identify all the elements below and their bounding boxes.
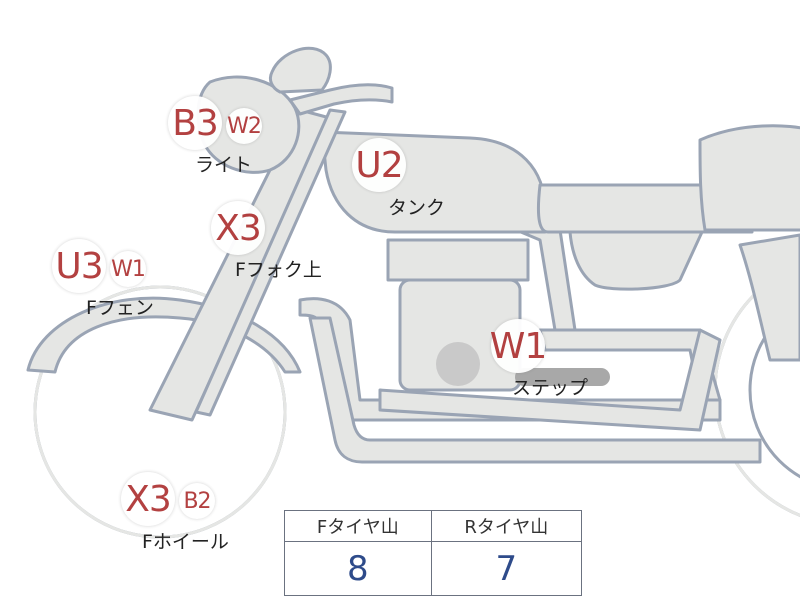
- part-label-fender: Fフェン: [86, 297, 154, 319]
- damage-code-wheel-x3: X3: [121, 472, 175, 526]
- engine-cover: [436, 342, 480, 386]
- part-label-fork: Fフォク上: [235, 259, 322, 281]
- part-label-wheel: Fホイール: [142, 531, 229, 553]
- part-label-tank: タンク: [388, 197, 446, 219]
- damage-code-step-w1: W1: [490, 319, 547, 373]
- exhaust-pipe-lower: [308, 316, 762, 464]
- damage-code-wheel-b2: B2: [179, 483, 215, 519]
- damage-code-light-b3: B3: [168, 96, 222, 150]
- side-cover: [568, 230, 704, 291]
- front-fender: [26, 296, 302, 374]
- damage-code-fork-x3: X3: [211, 201, 265, 255]
- rear-tire-tread-header: Rタイヤ山: [430, 510, 583, 542]
- meter: [268, 46, 332, 94]
- tire-tread-table: Fタイヤ山 Rタイヤ山 8 7: [284, 510, 583, 596]
- front-fork: [148, 108, 332, 422]
- part-label-step: ステップ: [512, 377, 589, 399]
- damage-code-fender-w1: W1: [110, 251, 146, 287]
- rear-tire-tread-value: 7: [430, 541, 583, 596]
- handlebar: [288, 83, 394, 116]
- tire-tread-value-row: 8 7: [284, 541, 583, 596]
- part-label-light: ライト: [195, 154, 253, 176]
- damage-code-tank-u2: U2: [352, 138, 406, 192]
- damage-code-light-w2: W2: [226, 108, 262, 144]
- front-tire-tread-header: Fタイヤ山: [284, 510, 432, 542]
- footpeg: [515, 368, 610, 386]
- tire-tread-header-row: Fタイヤ山 Rタイヤ山: [284, 510, 583, 542]
- front-tire-tread-value: 8: [284, 541, 432, 596]
- damage-code-fender-u3: U3: [52, 239, 106, 293]
- engine-head: [386, 238, 530, 282]
